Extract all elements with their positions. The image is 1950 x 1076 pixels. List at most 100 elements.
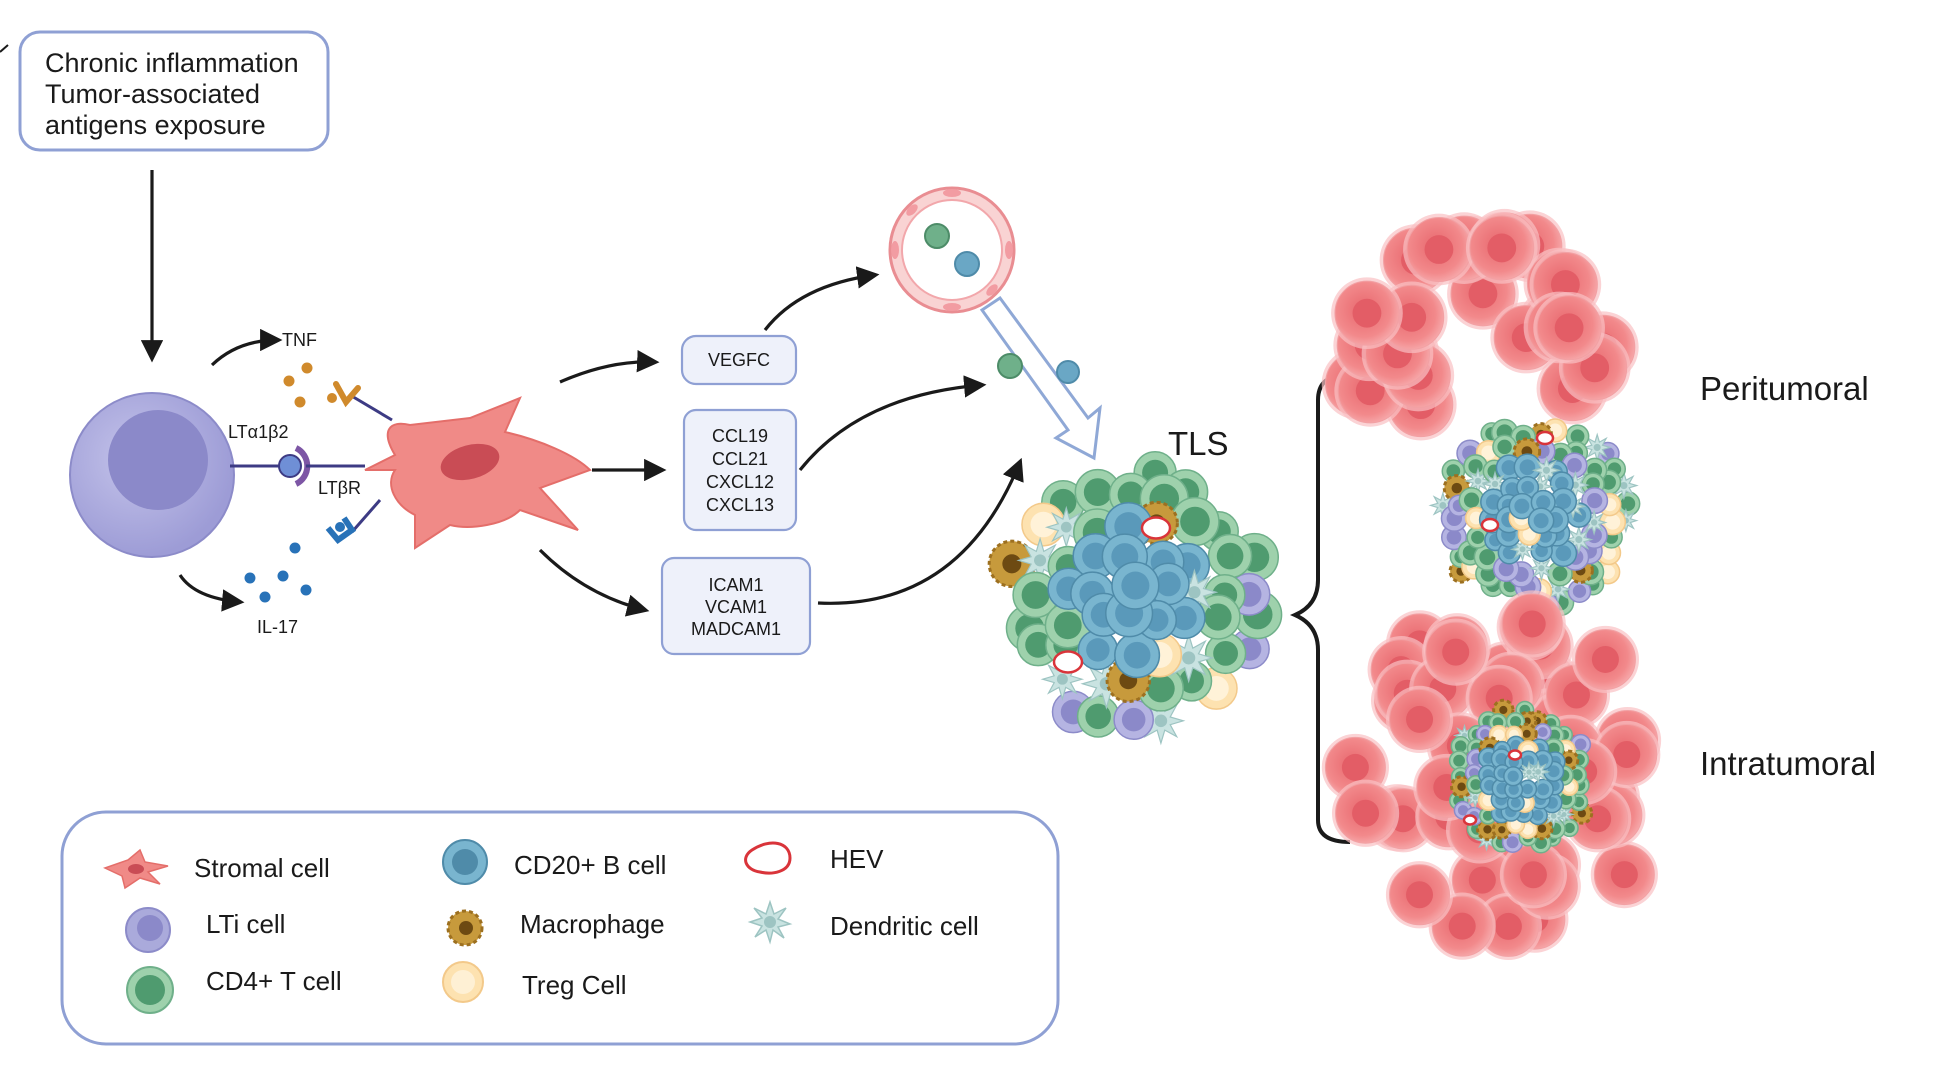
macrophage-nucleus (1537, 824, 1547, 833)
blood-vessel (888, 186, 1016, 314)
dendritic-nucleus (1034, 554, 1047, 567)
tumor-nucleus (1591, 645, 1619, 673)
tumor-cell (1533, 291, 1605, 364)
stromal-cell (364, 396, 592, 550)
t-cell-nucleus (1510, 716, 1522, 728)
t-cell-nucleus (1021, 581, 1050, 609)
macrophage-nucleus (1523, 717, 1531, 725)
t-cell-nucleus (1025, 631, 1052, 658)
dendritic-nucleus (1519, 546, 1526, 553)
tumor-nucleus (1442, 638, 1470, 666)
chemokine-cxcl13: CXCL13 (706, 495, 774, 515)
b-cell-nucleus (1121, 571, 1150, 600)
b-cell-nucleus (1082, 542, 1109, 570)
t-cell (1204, 632, 1247, 675)
dendritic-nucleus (1439, 501, 1447, 509)
tumor-nucleus (1518, 610, 1546, 638)
b-cell-nucleus (1555, 545, 1572, 562)
t-cell-nucleus (1601, 474, 1616, 490)
tumor-cell (1571, 625, 1640, 694)
treg-nucleus (1481, 445, 1496, 460)
treg-nucleus (1600, 564, 1615, 580)
dendritic-nucleus (1491, 480, 1499, 488)
t-cell-nucleus (1179, 668, 1204, 694)
migrating-t-cell (997, 353, 1023, 379)
arrow-vegfc-to-vessel (763, 266, 880, 331)
macrophage-nucleus (1498, 826, 1506, 834)
tumor-cell (1403, 213, 1475, 286)
t-cell (1044, 602, 1091, 649)
t-cell-nucleus (1468, 459, 1483, 474)
b-cell-nucleus (1533, 513, 1549, 529)
l-cell (1567, 579, 1592, 604)
b-cell-nucleus (1521, 480, 1535, 494)
t-cell-nucleus (1564, 822, 1575, 834)
l-cell (1113, 699, 1155, 740)
dendritic-nucleus (1154, 714, 1168, 728)
il17-receptor-icon (325, 499, 382, 545)
dendritic-nucleus (1188, 586, 1201, 599)
legend-label-hev: HEV (830, 844, 884, 874)
hev-icon (744, 841, 792, 875)
tnf-receptor-icon (327, 381, 393, 422)
legend-item-cd20: CD20+ B cell (442, 839, 666, 885)
dendritic-nucleus (1620, 481, 1628, 490)
il17-label: IL-17 (257, 617, 298, 637)
trigger-line-1: Chronic inflammation (45, 48, 299, 78)
legend-label-cd20: CD20+ B cell (514, 850, 666, 880)
legend-label-macrophage: Macrophage (520, 909, 665, 939)
dendritic-nucleus (1554, 585, 1562, 593)
t-cell-nucleus (1204, 603, 1232, 631)
legend-label-treg: Treg Cell (522, 970, 627, 1000)
t-cell-nucleus (1146, 674, 1175, 703)
trigger-line-3: antigens exposure (45, 110, 266, 140)
dendritic-nucleus (1590, 519, 1598, 526)
hev-ring (1507, 749, 1523, 761)
h-cell (1462, 814, 1478, 826)
legend-item-cd4: CD4+ T cell (126, 966, 342, 1014)
trigger-line-2: Tumor-associated (45, 79, 260, 109)
h-cell (1480, 517, 1500, 533)
m-cell (1476, 817, 1499, 841)
t-cell-nucleus (1571, 769, 1583, 781)
b-cell-nucleus (1537, 783, 1550, 796)
intratumoral-tls-illustration (1321, 590, 1662, 961)
t-cell-nucleus (1454, 740, 1467, 752)
tumor-nucleus (1352, 298, 1382, 328)
tumor-nucleus (1610, 861, 1638, 889)
tumor-nucleus (1554, 313, 1584, 343)
t-cell (1615, 491, 1641, 517)
b-cell-nucleus (1514, 498, 1530, 514)
hev-ring (1140, 516, 1172, 540)
migrating-b-cell (1056, 360, 1080, 384)
b-cell-nucleus (1501, 460, 1517, 476)
lti-nucleus (1567, 457, 1582, 473)
treg-nucleus (1522, 824, 1534, 835)
h-cell (1507, 749, 1523, 761)
adhesion-madcam1: MADCAM1 (691, 619, 781, 639)
legend-label-dendritic: Dendritic cell (830, 911, 979, 941)
legend-item-lti: LTi cell (125, 907, 285, 953)
b-cell-nucleus (1555, 493, 1572, 510)
b-cell (1527, 805, 1548, 826)
legend-label-lti: LTi cell (206, 909, 285, 939)
tumor-cell (1465, 212, 1538, 284)
b-cell-nucleus (1086, 638, 1110, 662)
l-cell (1533, 723, 1552, 742)
macrophage-nucleus (1522, 729, 1531, 738)
dendritic-nucleus (1542, 466, 1550, 474)
tumor-nucleus (1448, 912, 1476, 940)
chemokine-ccl19: CCL19 (712, 426, 768, 446)
t-cell-nucleus (1180, 506, 1210, 537)
macrophage-nucleus (1457, 782, 1466, 791)
dendritic-nucleus (1593, 443, 1601, 451)
dendritic-nucleus (1056, 673, 1068, 685)
h-cell (1535, 430, 1555, 446)
adhesion-icam1: ICAM1 (708, 575, 763, 595)
macrophage-nucleus (1002, 554, 1022, 574)
chemokine-box: CCL19 CCL21 CXCL12 CXCL13 (682, 408, 798, 532)
t-cell (1076, 695, 1120, 738)
peritumoral-label: Peritumoral (1700, 370, 1869, 407)
t-cell-nucleus (1552, 566, 1568, 582)
